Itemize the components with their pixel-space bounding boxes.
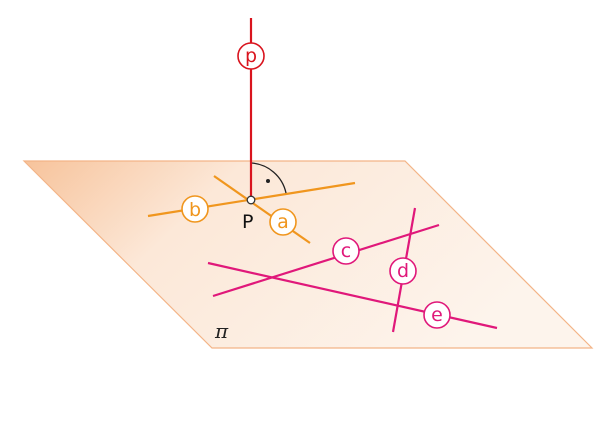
line-a (213, 175, 311, 244)
label-c: c (332, 237, 360, 265)
line-c (212, 223, 440, 298)
label-a: a (269, 208, 297, 236)
svg-text:a: a (277, 211, 289, 233)
right-angle-dot (266, 179, 270, 183)
right-angle-mark (250, 162, 287, 194)
svg-text:b: b (189, 199, 201, 221)
point-p-marker (246, 195, 256, 205)
svg-text:p: p (245, 45, 257, 67)
point-p-label: P (242, 211, 253, 233)
label-b: b (181, 195, 209, 223)
label-p: p (237, 42, 265, 70)
svg-text:d: d (397, 260, 409, 282)
label-e: e (423, 301, 451, 329)
svg-text:e: e (431, 304, 443, 326)
plane-pi (22, 160, 594, 349)
svg-text:c: c (341, 240, 351, 262)
label-d: d (389, 257, 417, 285)
plane-label: π (214, 319, 229, 343)
